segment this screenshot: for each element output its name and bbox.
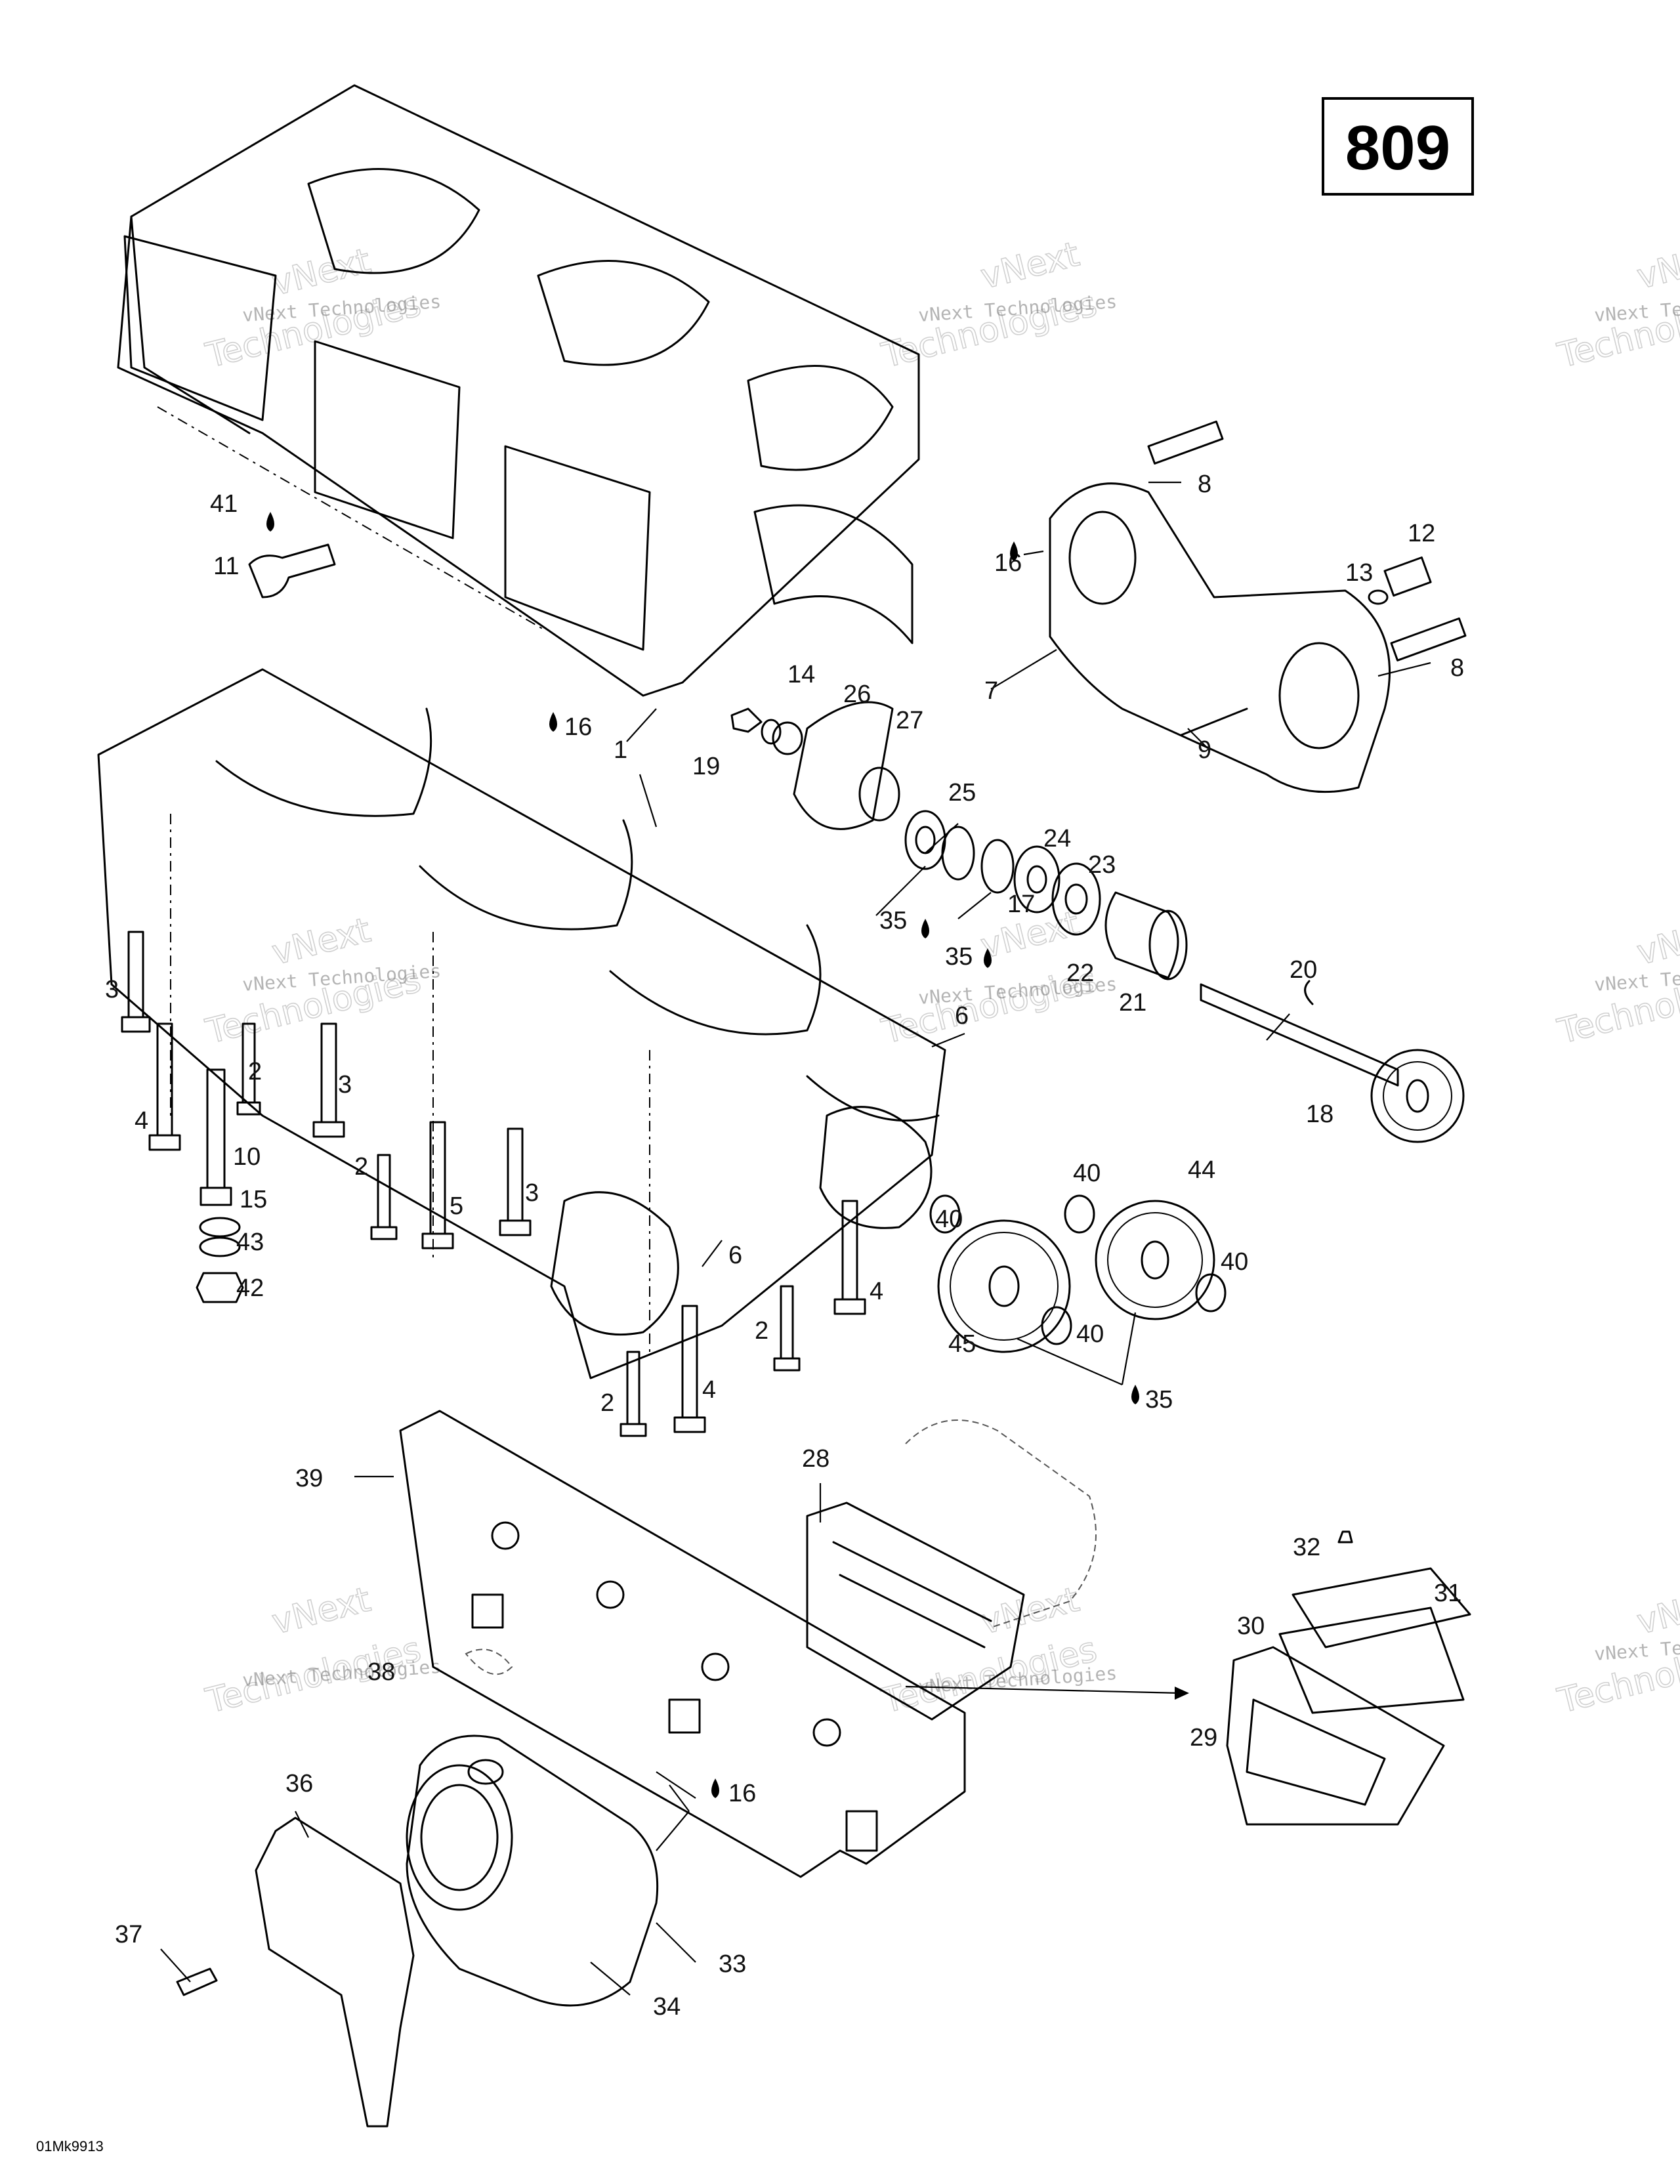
callout-25: 25 [948, 779, 976, 807]
drop-icon [711, 1778, 719, 1798]
callout-2: 2 [755, 1317, 768, 1345]
callout-21: 21 [1119, 989, 1146, 1017]
callout-4: 4 [135, 1107, 148, 1135]
callout-17: 17 [1007, 891, 1035, 918]
watermark-vnext: vNext [1633, 911, 1680, 973]
callout-16: 16 [728, 1780, 756, 1807]
callout-32: 32 [1293, 1534, 1320, 1561]
callout-37: 37 [115, 1921, 142, 1948]
callout-1: 1 [614, 736, 627, 764]
page-number-box: 809 [1322, 97, 1474, 196]
callout-2: 2 [600, 1389, 614, 1417]
pump-shaft-parts-drawing [730, 701, 1465, 1143]
callout-18: 18 [1306, 1101, 1334, 1128]
watermarks: vNext Technologies vNext Technologies vN… [201, 234, 1680, 1722]
gears-drawing [929, 1194, 1227, 1404]
crankcase-bolts [121, 931, 866, 1437]
figure-code: 01Mk9913 [36, 2138, 104, 2154]
callout-7: 7 [984, 677, 998, 705]
callout-3: 3 [525, 1179, 539, 1207]
watermark-vnext: vNext [1633, 235, 1680, 297]
callout-39: 39 [295, 1465, 323, 1492]
watermark-vnext: vNext [977, 235, 1083, 297]
callout-3: 3 [338, 1071, 352, 1099]
callout-2: 2 [354, 1153, 368, 1181]
callout-4: 4 [702, 1376, 716, 1404]
callout-41: 41 [210, 490, 238, 518]
callout-43: 43 [236, 1228, 264, 1256]
watermark-text: vNext Technologies [1593, 291, 1680, 326]
callout-9: 9 [1198, 736, 1211, 764]
callout-35: 35 [945, 943, 973, 971]
watermark-vnext: vNext [977, 1580, 1083, 1643]
callout-28: 28 [802, 1445, 830, 1473]
callout-4: 4 [870, 1278, 883, 1305]
callout-3: 3 [105, 976, 119, 1003]
callout-19: 19 [692, 753, 720, 780]
lubricant-drop-icons [549, 541, 1018, 1798]
callout-8: 8 [1450, 654, 1464, 682]
lower-crankcase-drawing [97, 668, 946, 1379]
callout-40: 40 [1221, 1248, 1248, 1276]
callout-8: 8 [1198, 471, 1211, 498]
callout-35: 35 [879, 907, 907, 934]
callout-29: 29 [1190, 1724, 1217, 1752]
watermark-vnext: vNext [268, 1580, 375, 1643]
callout-6: 6 [955, 1002, 969, 1030]
callout-34: 34 [653, 1993, 681, 2021]
callout-35: 35 [1145, 1386, 1173, 1414]
callout-14: 14 [788, 661, 815, 688]
callout-27: 27 [896, 707, 923, 734]
callout-23: 23 [1088, 851, 1116, 879]
callout-24: 24 [1043, 825, 1071, 852]
page-number: 809 [1345, 113, 1450, 183]
callout-40: 40 [1073, 1160, 1101, 1187]
callout-2: 2 [248, 1058, 262, 1085]
fitting-11-drawing [248, 512, 336, 598]
callout-42: 42 [236, 1274, 264, 1302]
callout-20: 20 [1290, 956, 1317, 984]
watermark-technologies: Technologies [1554, 285, 1680, 376]
callout-31: 31 [1434, 1580, 1461, 1607]
callout-22: 22 [1066, 959, 1094, 987]
callout-5: 5 [450, 1192, 463, 1220]
callout-40: 40 [935, 1206, 963, 1233]
intake-elbow-drawing [176, 1734, 659, 2128]
callout-40: 40 [1076, 1320, 1104, 1348]
drop-icon [1010, 541, 1018, 561]
leader-lines [160, 481, 1431, 1996]
callout-6: 6 [728, 1242, 742, 1269]
callout-13: 13 [1345, 559, 1373, 587]
callout-12: 12 [1408, 520, 1435, 547]
callout-11: 11 [213, 553, 239, 580]
callout-16: 16 [564, 713, 592, 741]
reed-valve-drawing [1226, 1530, 1471, 1826]
water-pump-housing-drawing [1049, 420, 1467, 793]
callout-44: 44 [1188, 1156, 1215, 1184]
drop-icon [549, 712, 557, 732]
callout-45: 45 [948, 1330, 976, 1358]
callout-38: 38 [368, 1658, 395, 1686]
callout-labels: 1 2 2 2 2 3 3 3 4 4 4 5 6 6 7 8 8 9 10 1… [105, 471, 1464, 2021]
upper-crankcase-drawing [117, 84, 920, 697]
watermark-vnext: vNext [1633, 1580, 1680, 1643]
callout-36: 36 [285, 1770, 313, 1797]
callout-26: 26 [843, 681, 871, 708]
callout-30: 30 [1237, 1612, 1265, 1640]
watermark-vnext: vNext [268, 911, 375, 973]
callout-15: 15 [240, 1186, 267, 1213]
callout-10: 10 [233, 1143, 261, 1171]
manifold-drawing [399, 1410, 1097, 1878]
callout-33: 33 [719, 1950, 746, 1978]
